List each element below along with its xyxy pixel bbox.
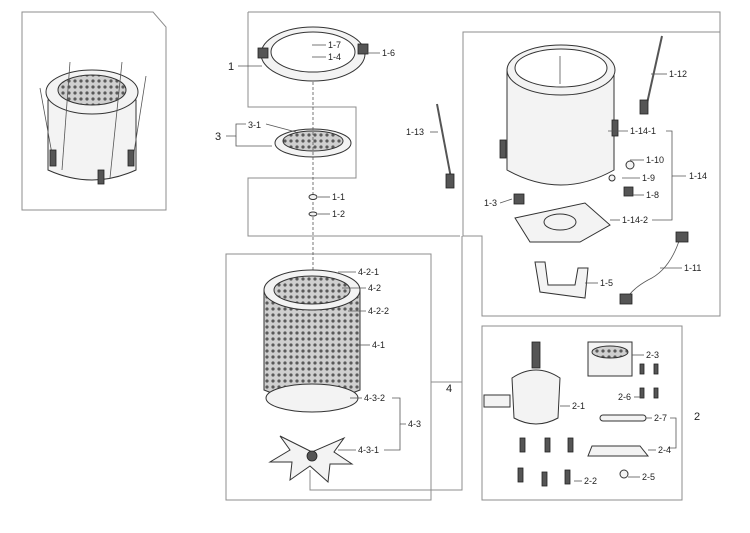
part-belt-2-7 (599, 414, 647, 422)
label-1-11: 1-11 (684, 263, 701, 273)
label-1: 1 (228, 61, 234, 73)
label-2-6: 2-6 (618, 392, 631, 402)
part-suspension-rod-1-12 (639, 35, 663, 115)
part-outer-tub (499, 44, 619, 186)
label-4-2: 4-2 (368, 283, 381, 293)
label-2-1: 2-1 (572, 401, 585, 411)
label-2-7: 2-7 (654, 413, 667, 423)
label-1-6: 1-6 (382, 48, 395, 58)
label-2: 2 (694, 411, 700, 423)
label-1-1: 1-1 (332, 192, 345, 202)
part-bracket-1-5 (534, 261, 589, 299)
overview-thumbnail (21, 11, 167, 211)
label-2-3: 2-3 (646, 350, 659, 360)
label-2-4: 2-4 (658, 445, 671, 455)
leader-lines (226, 44, 686, 482)
part-inner-drum (263, 269, 361, 413)
part-bolts (517, 363, 659, 487)
label-4-2-1: 4-2-1 (358, 267, 379, 277)
label-3-1: 3-1 (248, 120, 261, 130)
label-1-5: 1-5 (600, 278, 613, 288)
label-4-3: 4-3 (408, 419, 421, 429)
label-1-7: 1-7 (328, 40, 341, 50)
label-1-8: 1-8 (646, 190, 659, 200)
label-1-14-2: 1-14-2 (622, 215, 648, 225)
label-4-3-1: 4-3-1 (358, 445, 379, 455)
part-suspension-rod-1-13 (436, 103, 455, 189)
label-4-3-2: 4-3-2 (364, 393, 385, 403)
section-frames (225, 11, 721, 501)
label-4-2-2: 4-2-2 (368, 306, 389, 316)
label-1-10: 1-10 (646, 155, 664, 165)
part-bracket-2-4 (587, 445, 650, 457)
label-1-4: 1-4 (328, 52, 341, 62)
label-1-12: 1-12 (669, 69, 687, 79)
label-2-5: 2-5 (642, 472, 655, 482)
label-3: 3 (215, 131, 221, 143)
part-1-2 (308, 211, 318, 217)
part-pulsator-4-3-1 (268, 435, 354, 484)
callout-labels: 1 1-7 1-4 1-6 3 3-1 1-1 1-2 1-12 1-13 1-… (215, 40, 707, 486)
label-4-1: 4-1 (372, 340, 385, 350)
label-1-14-1: 1-14-1 (630, 126, 656, 136)
label-1-9: 1-9 (642, 173, 655, 183)
part-motor-cover-1-14-2 (514, 202, 611, 243)
part-small-parts-1-8-1-10 (513, 160, 635, 205)
part-wire-harness-1-11 (619, 231, 689, 305)
label-4: 4 (446, 383, 452, 395)
label-1-13: 1-13 (406, 127, 424, 137)
part-motor-2-3 (587, 341, 633, 377)
part-tub-cover (257, 26, 369, 82)
label-1-2: 1-2 (332, 209, 345, 219)
part-clutch-2-1 (483, 341, 561, 425)
label-2-2: 2-2 (584, 476, 597, 486)
label-1-14: 1-14 (689, 171, 707, 181)
part-1-1 (308, 194, 318, 200)
label-1-3: 1-3 (484, 198, 497, 208)
